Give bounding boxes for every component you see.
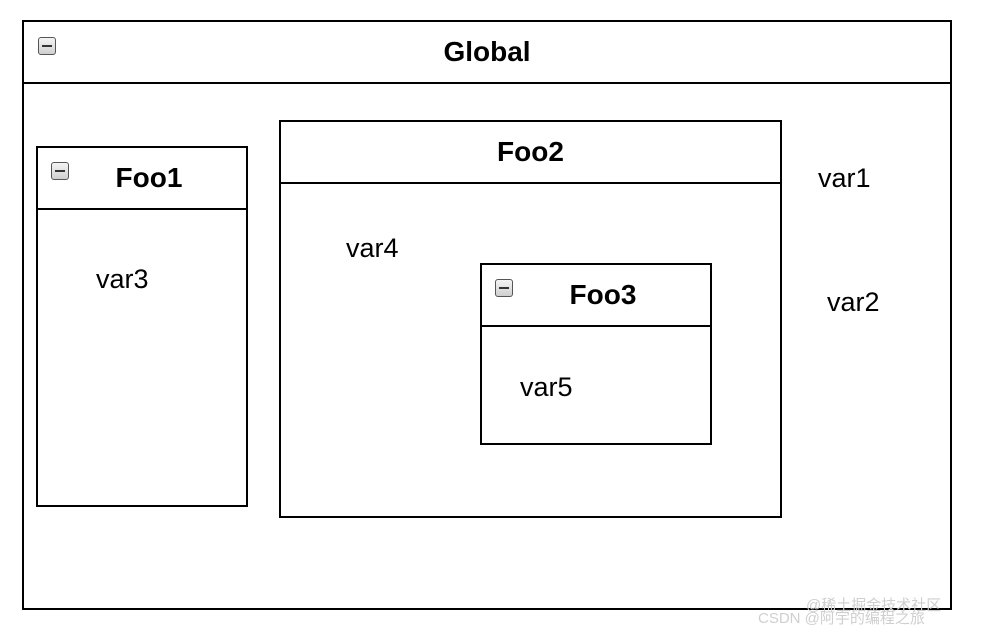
collapse-minus-icon[interactable] xyxy=(51,162,69,180)
collapse-minus-icon[interactable] xyxy=(38,37,56,55)
scope-global-header: Global xyxy=(24,22,950,84)
watermark-line1: @稀土掘金技术社区 xyxy=(806,597,942,614)
scope-foo3-title: Foo3 xyxy=(569,279,637,310)
var-label-var2: var2 xyxy=(827,287,880,317)
scope-global-title: Global xyxy=(443,36,531,67)
scope-foo3-header: Foo3 xyxy=(482,265,710,327)
collapse-minus-icon[interactable] xyxy=(495,279,513,297)
var-label-var1: var1 xyxy=(818,163,871,193)
scope-foo3: Foo3 xyxy=(480,263,712,445)
watermark-line2: CSDN @阿宇的编程之旅 xyxy=(758,610,925,627)
scope-foo1-header: Foo1 xyxy=(38,148,246,210)
scope-foo1-title: Foo1 xyxy=(115,162,183,193)
var-label-var5: var5 xyxy=(520,372,573,402)
scope-foo2-header: Foo2 xyxy=(281,122,780,184)
scope-foo1: Foo1 xyxy=(36,146,248,507)
var-label-var4: var4 xyxy=(346,233,399,263)
scope-foo2-title: Foo2 xyxy=(497,136,564,167)
var-label-var3: var3 xyxy=(96,264,149,294)
